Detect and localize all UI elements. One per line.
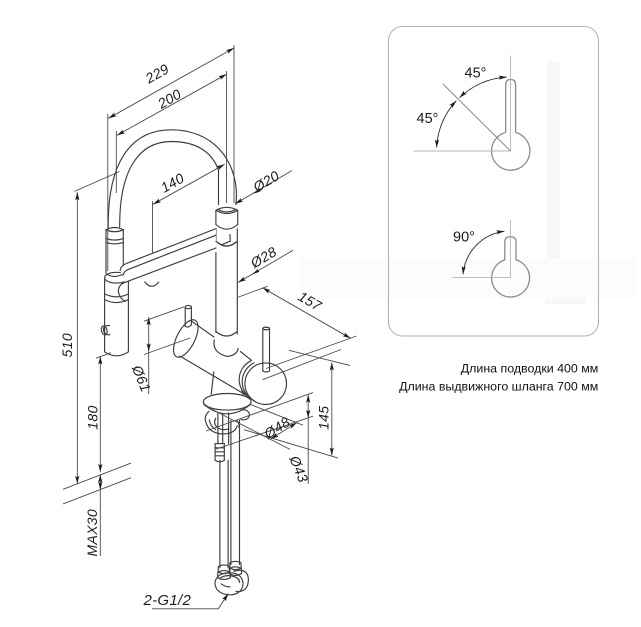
svg-text:45°: 45° [417, 111, 439, 127]
svg-text:45°: 45° [465, 66, 487, 82]
svg-text:Длина подводки 400 мм: Длина подводки 400 мм [461, 361, 599, 375]
svg-text:229: 229 [142, 61, 172, 87]
svg-text:MAX30: MAX30 [84, 509, 100, 556]
svg-text:Ø61: Ø61 [129, 362, 154, 394]
svg-text:Ø28: Ø28 [247, 243, 280, 271]
svg-text:510: 510 [59, 333, 75, 357]
svg-text:200: 200 [154, 86, 184, 112]
svg-text:2-G1/2: 2-G1/2 [142, 592, 191, 609]
svg-text:140: 140 [158, 170, 187, 196]
svg-text:Длина выдвижного шланга 700 мм: Длина выдвижного шланга 700 мм [399, 380, 598, 394]
svg-text:180: 180 [85, 405, 101, 429]
svg-text:145: 145 [316, 406, 332, 430]
svg-text:Ø48: Ø48 [260, 414, 293, 443]
svg-text:90°: 90° [453, 230, 475, 246]
svg-text:Ø20: Ø20 [249, 167, 282, 195]
